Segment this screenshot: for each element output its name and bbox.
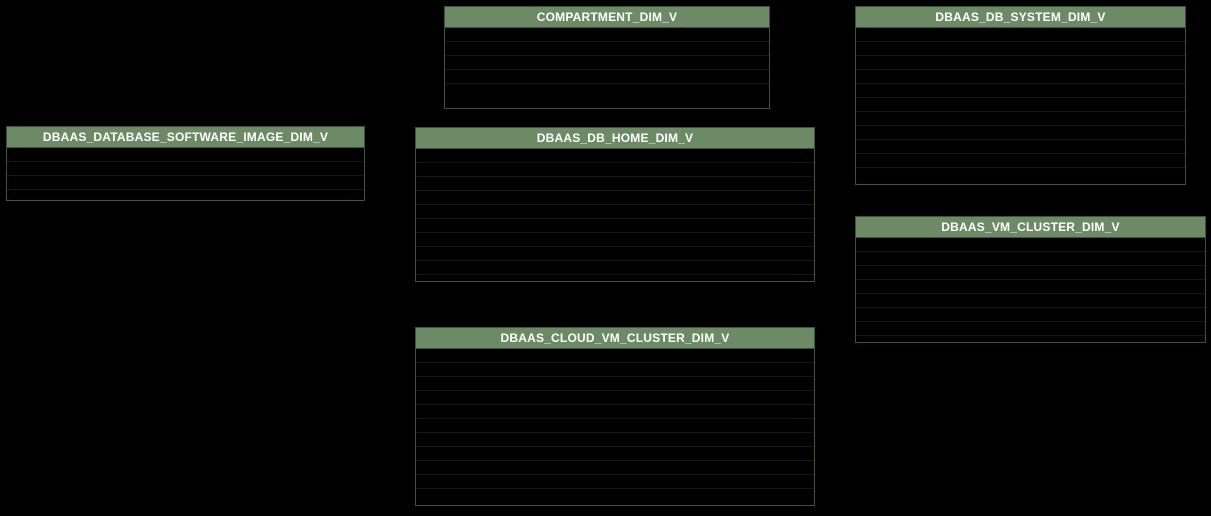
attribute-row — [416, 447, 814, 461]
entity-attributes-dbaas-database-software-image-dim-v — [7, 148, 364, 200]
entity-attributes-dbaas-cloud-vm-cluster-dim-v — [416, 349, 814, 505]
attribute-row — [416, 489, 814, 503]
attribute-row — [856, 266, 1205, 280]
attribute-row — [856, 126, 1185, 140]
attribute-row — [856, 322, 1205, 336]
attribute-row — [7, 190, 364, 200]
attribute-row — [856, 112, 1185, 126]
attribute-row — [445, 70, 769, 84]
entity-attributes-compartment-dim-v — [445, 28, 769, 108]
attribute-row — [7, 162, 364, 176]
attribute-row — [416, 419, 814, 433]
attribute-row — [416, 391, 814, 405]
attribute-row — [856, 140, 1185, 154]
attribute-row — [445, 42, 769, 56]
attribute-row — [416, 219, 814, 233]
entity-title-compartment-dim-v: COMPARTMENT_DIM_V — [445, 7, 769, 28]
attribute-row — [445, 28, 769, 42]
attribute-row — [416, 363, 814, 377]
entity-attributes-dbaas-db-home-dim-v — [416, 149, 814, 281]
attribute-row — [416, 247, 814, 261]
attribute-row — [856, 56, 1185, 70]
attribute-row — [416, 349, 814, 363]
attribute-row — [416, 275, 814, 281]
attribute-row — [416, 149, 814, 163]
attribute-row — [416, 163, 814, 177]
attribute-row — [416, 405, 814, 419]
attribute-row — [856, 98, 1185, 112]
entity-attributes-dbaas-db-system-dim-v — [856, 28, 1185, 184]
entity-dbaas-cloud-vm-cluster-dim-v[interactable]: DBAAS_CLOUD_VM_CLUSTER_DIM_V — [415, 327, 815, 506]
entity-title-dbaas-db-system-dim-v: DBAAS_DB_SYSTEM_DIM_V — [856, 7, 1185, 28]
attribute-row — [856, 308, 1205, 322]
attribute-row — [416, 191, 814, 205]
attribute-row — [416, 233, 814, 247]
attribute-row — [416, 177, 814, 191]
entity-title-dbaas-database-software-image-dim-v: DBAAS_DATABASE_SOFTWARE_IMAGE_DIM_V — [7, 127, 364, 148]
attribute-row — [856, 70, 1185, 84]
attribute-row — [856, 336, 1205, 342]
attribute-row — [416, 261, 814, 275]
entity-dbaas-database-software-image-dim-v[interactable]: DBAAS_DATABASE_SOFTWARE_IMAGE_DIM_V — [6, 126, 365, 201]
entity-attributes-dbaas-vm-cluster-dim-v — [856, 238, 1205, 342]
attribute-row — [416, 433, 814, 447]
attribute-row — [856, 252, 1205, 266]
attribute-row — [856, 28, 1185, 42]
entity-compartment-dim-v[interactable]: COMPARTMENT_DIM_V — [444, 6, 770, 109]
entity-title-dbaas-cloud-vm-cluster-dim-v: DBAAS_CLOUD_VM_CLUSTER_DIM_V — [416, 328, 814, 349]
attribute-row — [445, 84, 769, 98]
attribute-row — [416, 461, 814, 475]
attribute-row — [856, 84, 1185, 98]
entity-title-dbaas-db-home-dim-v: DBAAS_DB_HOME_DIM_V — [416, 128, 814, 149]
entity-title-dbaas-vm-cluster-dim-v: DBAAS_VM_CLUSTER_DIM_V — [856, 217, 1205, 238]
attribute-row — [445, 56, 769, 70]
attribute-row — [856, 154, 1185, 168]
attribute-row — [7, 176, 364, 190]
attribute-row — [856, 42, 1185, 56]
attribute-row — [416, 205, 814, 219]
entity-dbaas-db-home-dim-v[interactable]: DBAAS_DB_HOME_DIM_V — [415, 127, 815, 282]
attribute-row — [7, 148, 364, 162]
attribute-row — [856, 168, 1185, 182]
attribute-row — [856, 238, 1205, 252]
attribute-row — [856, 280, 1205, 294]
entity-dbaas-db-system-dim-v[interactable]: DBAAS_DB_SYSTEM_DIM_V — [855, 6, 1186, 185]
entity-dbaas-vm-cluster-dim-v[interactable]: DBAAS_VM_CLUSTER_DIM_V — [855, 216, 1206, 343]
attribute-row — [856, 294, 1205, 308]
attribute-row — [416, 475, 814, 489]
attribute-row — [416, 377, 814, 391]
